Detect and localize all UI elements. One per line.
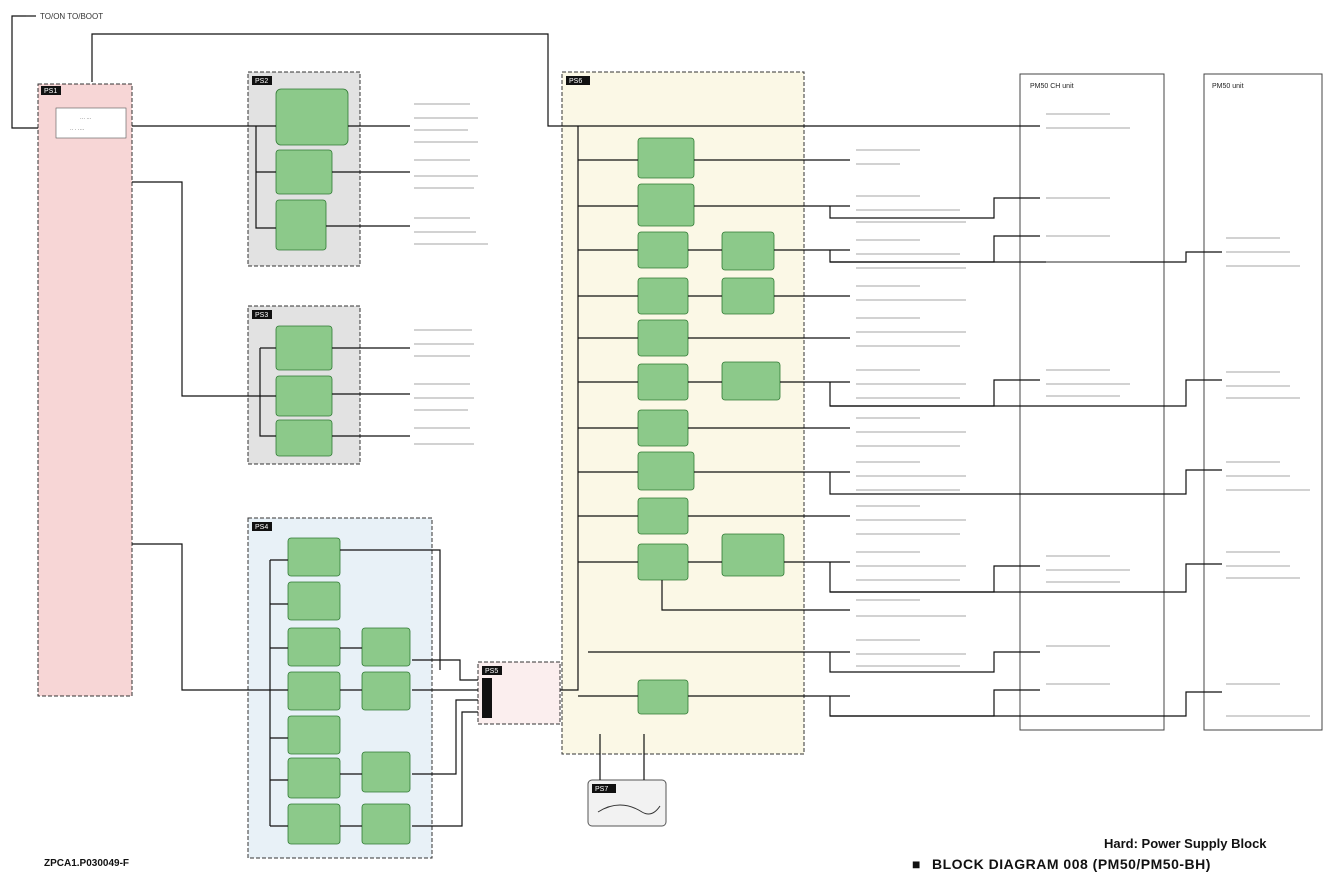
middle-regulator-tag: PS3 [255, 312, 268, 319]
svg-text:·· · ····: ·· · ···· [70, 127, 85, 133]
diagram-subtitle: Hard: Power Supply Block [1104, 836, 1267, 851]
converter-tag: PS5 [485, 668, 498, 675]
regulator-3 [275, 199, 327, 251]
connection-lines [11, 15, 1222, 827]
switch-unit-tag: PS7 [595, 786, 608, 793]
converter-block: PS5 [477, 661, 561, 725]
regulator-1 [275, 88, 349, 146]
source-block-tag-bg [41, 86, 61, 95]
lower-regulator-tag: PS4 [255, 524, 268, 531]
column-right-title: PM50 unit [1212, 83, 1244, 90]
output-columns: PM50 CH unit PM50 unit [1019, 73, 1323, 731]
upper-regulator-group: PS2 [247, 71, 361, 267]
top-label-group: TO/ON TO/BOOT [26, 12, 103, 21]
column-left-title: PM50 CH unit [1030, 83, 1074, 90]
diagram-title: BLOCK DIAGRAM 008 (PM50/PM50-BH) [932, 856, 1211, 872]
top-label: TO/ON TO/BOOT [40, 12, 103, 21]
regulator-6 [275, 419, 333, 457]
lower-regulator-group: PS4 [247, 517, 433, 859]
middle-regulator-group: PS3 [247, 305, 361, 465]
diagram-title-marker: ■ [912, 856, 921, 872]
regulator-2 [275, 149, 333, 195]
regulator-4 [275, 325, 333, 371]
regulator-5 [275, 375, 333, 417]
source-block: PS1 ··· ··· ·· · ···· [37, 83, 133, 697]
main-power-tag: PS6 [569, 78, 582, 85]
switch-unit: PS7 [587, 779, 667, 827]
annotation-lines [414, 103, 1310, 717]
svg-text:··· ···: ··· ··· [80, 116, 92, 122]
main-power-block: PS6 [561, 71, 805, 755]
part-number: ZPCA1.P030049-F [44, 858, 130, 869]
upper-regulator-tag: PS2 [255, 78, 268, 85]
source-block-tag: PS1 [44, 88, 57, 95]
